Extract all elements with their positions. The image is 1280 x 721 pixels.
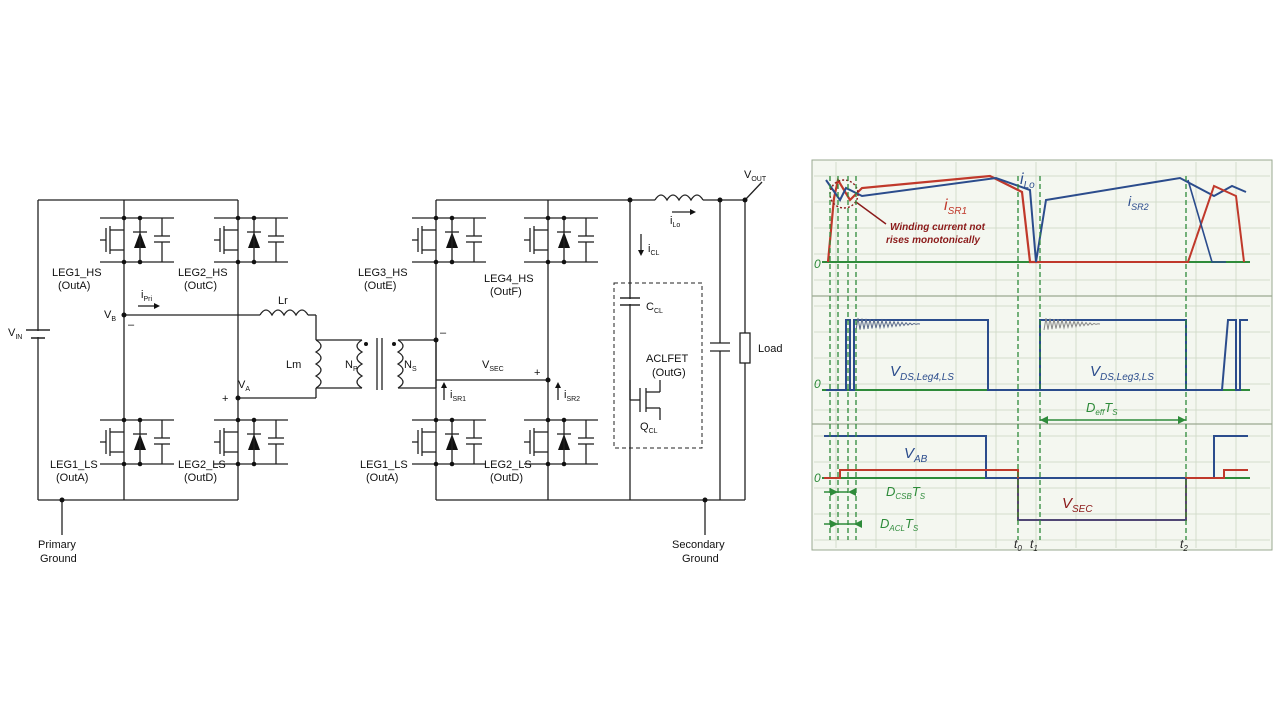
vsec-label: VSEC <box>482 359 504 373</box>
zero-label-3: 0 <box>814 471 821 485</box>
dcsb-label: DCSBTS <box>886 484 926 501</box>
ccl-label: CCL <box>646 301 663 315</box>
isr2-trace <box>1040 184 1245 263</box>
switch-name-label: LEG2_LS <box>484 459 532 471</box>
vsec-wave-label: VSEC <box>1062 495 1093 515</box>
mosfet-switch <box>412 215 486 265</box>
switch-labels: LEG1_HS(OutA)LEG2_HS(OutC)LEG1_LS(OutA)L… <box>50 267 534 484</box>
note-line-1: Winding current not <box>890 222 986 233</box>
qcl-label: QCL <box>640 421 658 435</box>
load-label: Load <box>758 343 782 355</box>
secondary-ground-label-1: Secondary <box>672 539 725 551</box>
vab-vsec-waveforms <box>822 435 1250 528</box>
ilo-fall-trace <box>1187 179 1226 263</box>
switch-name-label: LEG1_HS <box>52 267 102 279</box>
switch-name-label: LEG2_LS <box>178 459 226 471</box>
ipri-label: iPri <box>141 289 152 303</box>
vb-label: VB <box>104 309 116 323</box>
timing-markers <box>829 176 1187 540</box>
vin-label: VIN <box>8 327 22 341</box>
ringing-trace-2 <box>1043 318 1101 331</box>
switch-name-label: LEG3_HS <box>358 267 408 279</box>
mosfet-switch-group <box>100 215 598 467</box>
plus-sign: + <box>222 393 228 405</box>
note-line-2: rises monotonically <box>886 235 980 246</box>
isr1-label: iSR1 <box>450 389 466 403</box>
waveform-grid <box>812 162 1272 548</box>
ns-label: NS <box>404 359 417 373</box>
lr-label: Lr <box>278 295 288 307</box>
switch-output-label: (OutE) <box>364 280 396 292</box>
t1-label: t1 <box>1030 537 1038 553</box>
mosfet-switch <box>214 215 288 265</box>
ilo-trace <box>825 176 1247 263</box>
switch-output-label: (OutA) <box>58 280 90 292</box>
t0-label: t0 <box>1014 537 1022 553</box>
minus-sign-secondary: – <box>440 327 447 339</box>
waveform-panel: iSR1 iLo iSR2 Winding current not rises … <box>811 159 1273 553</box>
switch-output-label: (OutA) <box>56 472 88 484</box>
ilo-wave-label: iLo <box>1020 171 1035 191</box>
switch-name-label: LEG1_LS <box>360 459 408 471</box>
mosfet-switch <box>524 417 598 467</box>
isr2-wave-label: iSR2 <box>1128 193 1149 212</box>
annotation-arrow <box>855 201 887 225</box>
va-label: VA <box>238 379 250 393</box>
circuit-labels: VIN VB – VA + iPri Lr Lm NP NS – VSEC + … <box>8 169 782 565</box>
vab-trace <box>824 435 1248 479</box>
vout-label: VOUT <box>744 169 767 183</box>
ilo-label: iLo <box>670 215 680 229</box>
switch-output-label: (OutF) <box>490 286 522 298</box>
dacl-label: DACLTS <box>880 516 919 533</box>
vab-label: VAB <box>904 445 928 465</box>
mosfet-switch <box>100 215 174 265</box>
highlight-circle <box>829 179 859 209</box>
switch-output-label: (OutD) <box>184 472 217 484</box>
t2-label: t2 <box>1180 537 1188 553</box>
mosfet-switch <box>524 215 598 265</box>
primary-ground-label-1: Primary <box>38 539 76 551</box>
isr2-label: iSR2 <box>564 389 580 403</box>
zero-label-1: 0 <box>814 257 821 271</box>
outg-label: (OutG) <box>652 367 686 379</box>
vds-leg3-label: VDS,Leg3,LS <box>1090 363 1154 383</box>
deff-label: DeffTS <box>1086 400 1118 417</box>
secondary-ground-label-2: Ground <box>682 553 719 565</box>
switch-output-label: (OutD) <box>490 472 523 484</box>
mosfet-switch <box>412 417 486 467</box>
switch-name-label: LEG2_HS <box>178 267 228 279</box>
ringing-trace-1 <box>855 318 921 331</box>
isr1-wave-label: iSR1 <box>944 197 967 217</box>
current-waveforms <box>822 174 1250 264</box>
isr1-trace <box>826 174 1040 264</box>
np-label: NP <box>345 359 358 373</box>
vds-leg4-label: VDS,Leg4,LS <box>890 363 954 383</box>
lm-label: Lm <box>286 359 301 371</box>
switch-name-label: LEG4_HS <box>484 273 534 285</box>
minus-sign: – <box>128 319 135 331</box>
switch-output-label: (OutA) <box>366 472 398 484</box>
icl-label: iCL <box>648 243 660 257</box>
mosfet-switch <box>100 417 174 467</box>
plus-sign-secondary: + <box>534 367 540 379</box>
zero-label-2: 0 <box>814 377 821 391</box>
waveform-labels: iSR1 iLo iSR2 Winding current not rises … <box>814 171 1188 553</box>
primary-ground-label-2: Ground <box>40 553 77 565</box>
aclfet-label: ACLFET <box>646 353 688 365</box>
switch-name-label: LEG1_LS <box>50 459 98 471</box>
switch-output-label: (OutC) <box>184 280 217 292</box>
mosfet-switch <box>214 417 288 467</box>
